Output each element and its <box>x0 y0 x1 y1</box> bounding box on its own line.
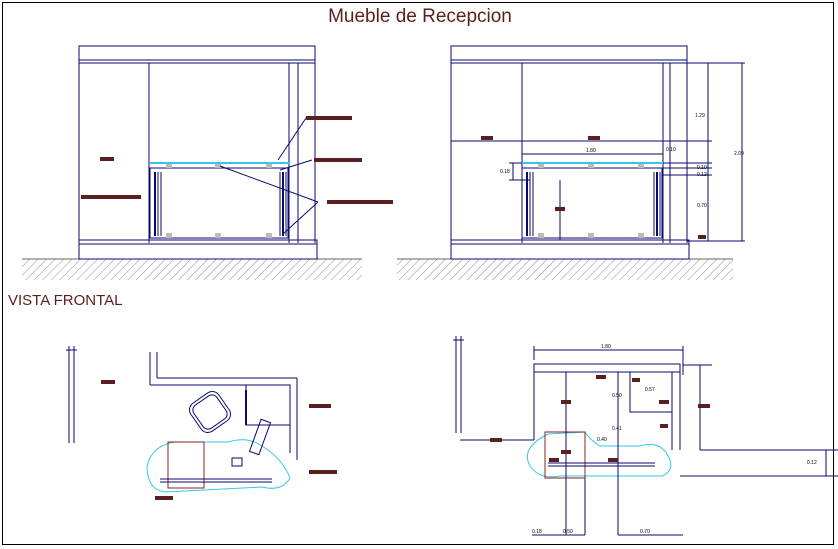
counter-body <box>149 167 289 239</box>
svg-text:0.50: 0.50 <box>612 393 622 399</box>
svg-text:0.41: 0.41 <box>612 426 622 432</box>
side-desk <box>245 384 291 426</box>
front-elevation-right <box>397 45 745 280</box>
front-elevation-left <box>22 45 362 280</box>
svg-text:0.18: 0.18 <box>532 529 542 535</box>
svg-text:1.29: 1.29 <box>695 113 705 119</box>
front-left-labels <box>81 116 393 204</box>
top-beam <box>78 45 316 64</box>
svg-text:0.12: 0.12 <box>807 460 817 466</box>
plan-side-desk <box>629 371 673 413</box>
ground-hatch-right <box>397 259 733 280</box>
plan-curved-desk <box>526 431 672 478</box>
svg-text:1.80: 1.80 <box>586 148 596 154</box>
section-label-front-view: VISTA FRONTAL <box>8 292 123 309</box>
svg-text:1.80: 1.80 <box>601 344 611 350</box>
plan-right-dimension-texts: 1.80 0.50 0.57 0.41 0.40 0.18 0.50 0.70 … <box>532 344 817 535</box>
front-right-dimension-texts: 1.80 0.10 1.29 2.09 0.18 0.10 0.12 0.70 <box>500 113 744 209</box>
plan-view-right <box>453 336 838 536</box>
office-chair <box>188 390 232 434</box>
svg-text:0.57: 0.57 <box>645 387 655 393</box>
svg-text:0.10: 0.10 <box>666 147 676 153</box>
plan-left-labels <box>101 380 337 500</box>
curved-desk <box>146 439 291 493</box>
base-plinth <box>78 239 318 260</box>
front-right-labels <box>481 136 706 239</box>
svg-text:0.12: 0.12 <box>697 172 707 178</box>
svg-text:0.70: 0.70 <box>697 203 707 209</box>
svg-text:0.40: 0.40 <box>597 437 607 443</box>
svg-text:0.18: 0.18 <box>500 169 510 175</box>
ground-hatch <box>22 259 362 280</box>
svg-text:0.70: 0.70 <box>640 529 650 535</box>
svg-text:0.50: 0.50 <box>563 529 573 535</box>
plan-right-labels <box>490 375 710 462</box>
plan-view-left <box>66 346 298 493</box>
drawing-title: Mueble de Recepcion <box>328 6 512 27</box>
svg-text:0.10: 0.10 <box>697 165 707 171</box>
svg-text:2.09: 2.09 <box>734 151 744 157</box>
